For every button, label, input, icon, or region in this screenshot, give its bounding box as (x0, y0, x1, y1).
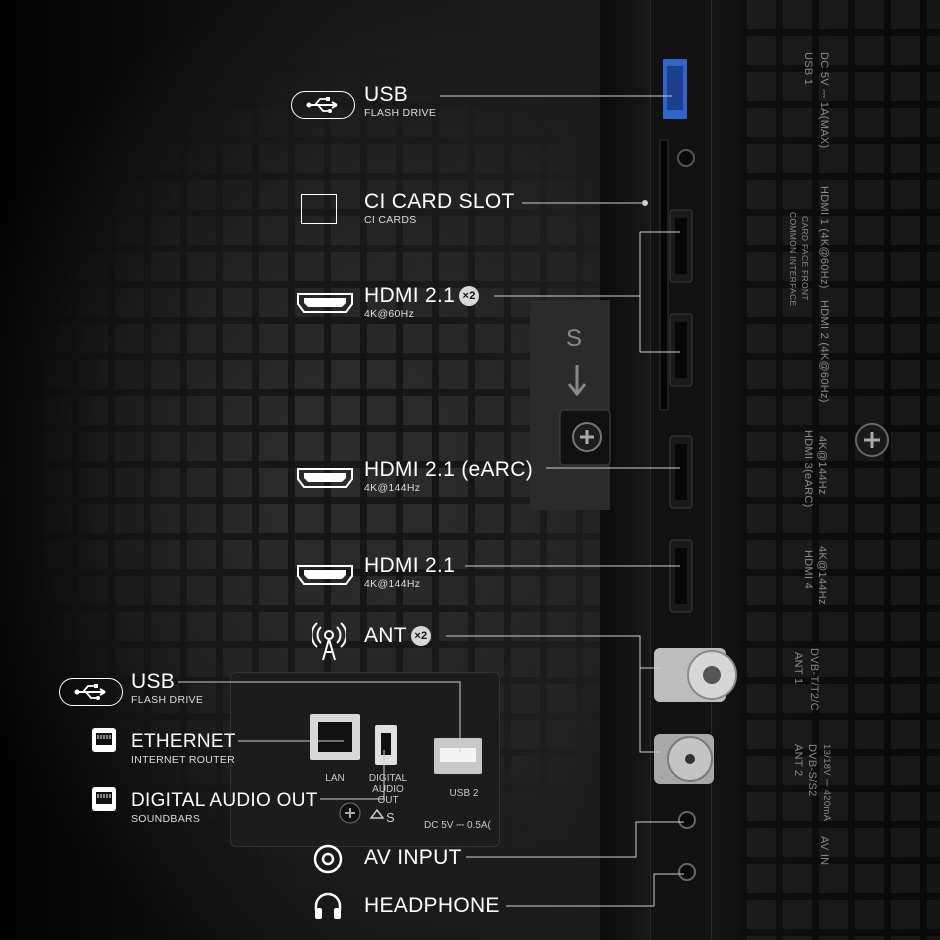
callout-hdmi-earc: HDMI 2.1 (eARC) 4K@144Hz (364, 458, 533, 495)
board-label-screw-s: S (386, 810, 395, 825)
callout-hdmi21b-subtitle: 4K@144Hz (364, 578, 421, 590)
tv-label-usb1: USB 1 (802, 52, 814, 86)
callout-ant: ANT×2 (364, 624, 431, 648)
tv-label-hdmi3-rate: 4K@144Hz (816, 436, 828, 495)
callout-digital-audio: DIGITAL AUDIO OUT SOUNDBARS (131, 789, 318, 826)
leader-lines (178, 95, 684, 907)
tv-label-ant1: ANT 1 (792, 652, 804, 685)
callout-hdmi21: HDMI 2.1×2 4K@60Hz (364, 284, 480, 321)
down-arrow-icon (567, 365, 587, 397)
tv-label-hdmi1: HDMI 1 (4K@60Hz) (818, 186, 830, 289)
callout-ethernet-subtitle: INTERNET ROUTER (131, 754, 236, 766)
tv-label-card-face-front: CARD FACE FRONT (800, 216, 810, 301)
callout-usb-top-subtitle: FLASH DRIVE (364, 107, 437, 119)
wall-mount-plate (530, 300, 610, 510)
callout-ethernet-title: ETHERNET (131, 731, 236, 752)
callout-usb-top-title: USB (364, 83, 409, 106)
usb-icon-frame (291, 91, 355, 119)
callout-headphone: HEADPHONE (364, 894, 500, 918)
tv-label-hdmi4-rate: 4K@144Hz (816, 546, 828, 605)
tv-label-ant2: ANT 2 (792, 744, 804, 777)
ethernet-icon (92, 728, 116, 752)
tv-label-hdmi2: HDMI 2 (4K@60Hz) (818, 300, 830, 403)
antenna-connectors (654, 648, 737, 784)
board-label-usb2-power: DC 5V ⎓ 0.5A( (424, 820, 491, 831)
headphone-icon (314, 892, 342, 919)
tv-label-hdmi3: HDMI 3(eARC) (802, 430, 814, 508)
card-slot-icon (301, 194, 337, 224)
left-arrow-icon (369, 808, 385, 819)
av-input-icon (313, 844, 343, 874)
callout-ci-title: CI CARD SLOT (364, 190, 515, 213)
callout-usb-bottom-subtitle: FLASH DRIVE (131, 694, 204, 706)
usb-icon-frame (59, 678, 123, 706)
usb-icon (74, 684, 106, 700)
callout-av-title: AV INPUT (364, 846, 462, 869)
quantity-badge: ×2 (459, 286, 480, 306)
screw-cross-right (864, 432, 880, 448)
hdmi-icon (297, 468, 353, 488)
tv-label-av-in: AV IN (818, 836, 830, 866)
tv-label-ant1-std: DVB-T/T2/C (808, 648, 820, 711)
hdmi-icon (297, 565, 353, 585)
screw-cross (580, 430, 594, 444)
tv-label-common-interface: COMMON INTERFACE (788, 212, 798, 307)
callout-hdmi21b-title: HDMI 2.1 (364, 554, 456, 577)
panel-screw-cross (345, 808, 355, 818)
lan-port-socket (318, 722, 352, 752)
service-jack (677, 149, 695, 167)
tv-label-hdmi4: HDMI 4 (802, 550, 814, 590)
callout-ant-title: ANT (364, 624, 407, 647)
ci-card-slot (659, 139, 669, 411)
board-label-lan: LAN (325, 773, 345, 784)
antenna-icon (312, 622, 346, 661)
callout-headphone-title: HEADPHONE (364, 894, 500, 917)
usb2-port-tongue (440, 748, 476, 762)
callout-ethernet: ETHERNET INTERNET ROUTER (131, 730, 236, 767)
callout-ci-subtitle: CI CARDS (364, 214, 417, 226)
quantity-badge: ×2 (410, 626, 431, 646)
callout-hdmi21-subtitle: 4K@60Hz (364, 308, 415, 320)
callout-digital-audio-subtitle: SOUNDBARS (131, 813, 201, 825)
headphone-jack (678, 863, 696, 881)
usb-icon (306, 97, 338, 113)
tv-label-ant2-power: 13/18V ⎓ 420mA (821, 744, 832, 822)
hdmi-icon (297, 293, 353, 313)
callout-hdmi21b: HDMI 2.1 4K@144Hz (364, 554, 455, 591)
tv-label-ant2-std: DVB-S/S2 (806, 744, 818, 797)
callout-ci: CI CARD SLOT CI CARDS (364, 190, 515, 227)
optical-port-socket (381, 733, 391, 755)
callout-usb-top: USB FLASH DRIVE (364, 83, 436, 120)
callout-av: AV INPUT (364, 846, 462, 870)
callout-hdmi-earc-title: HDMI 2.1 (eARC) (364, 458, 534, 481)
callout-usb-bottom-title: USB (131, 670, 176, 693)
callout-hdmi21-title: HDMI 2.1 (364, 284, 456, 307)
callout-usb-bottom: USB FLASH DRIVE (131, 670, 203, 707)
usb1-port-tongue (667, 66, 683, 110)
rear-panel-texture-right (740, 0, 940, 940)
board-label-usb2: USB 2 (449, 788, 479, 799)
hdmi-ports (669, 209, 693, 613)
tv-label-usb1-power: DC 5V ⎓ 1A(MAX) (818, 52, 830, 149)
av-jack (678, 811, 696, 829)
optical-audio-icon (92, 787, 116, 811)
board-label-digital-audio-out: DIGITAL AUDIO OUT (368, 773, 408, 806)
callout-hdmi-earc-subtitle: 4K@144Hz (364, 482, 421, 494)
mount-label-s: S (566, 325, 583, 352)
callout-digital-audio-title: DIGITAL AUDIO OUT (131, 790, 318, 811)
